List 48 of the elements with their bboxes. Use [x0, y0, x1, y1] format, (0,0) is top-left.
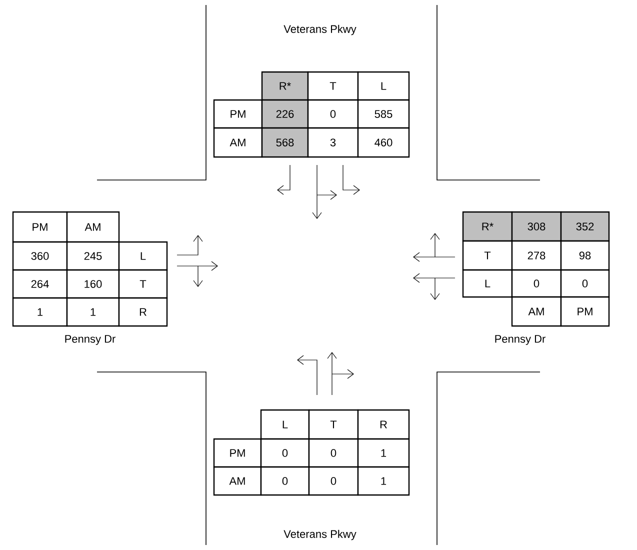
table-cell: L [357, 71, 410, 101]
table-cell: PM [12, 211, 68, 243]
table-cell: 585 [357, 99, 410, 129]
table-cell: 3 [307, 127, 359, 158]
table-cell: L [118, 241, 168, 271]
table-cell: 160 [66, 269, 120, 299]
table-cell: 98 [560, 240, 610, 271]
table-cell: 0 [260, 438, 310, 468]
table-cell: R [357, 409, 410, 440]
table-cell: T [462, 240, 513, 271]
table-cell: AM [66, 211, 120, 243]
table-cell: 0 [308, 466, 359, 496]
table-cell: 278 [511, 240, 562, 271]
table-cell: R* [261, 71, 309, 101]
table-cell: T [307, 71, 359, 101]
table-cell: 1 [12, 297, 68, 327]
table-cell: 0 [307, 99, 359, 129]
table-cell: AM [511, 296, 562, 327]
table-cell: 0 [260, 466, 310, 496]
table-cell: PM [213, 99, 263, 129]
table-cell: PM [560, 296, 610, 327]
table-cell: L [462, 269, 513, 298]
table-cell: 226 [261, 99, 309, 129]
table-cell: 264 [12, 269, 68, 299]
table-cell: 0 [511, 269, 562, 298]
table-cell: 308 [511, 211, 562, 242]
street-name: Pennsy Dr [65, 335, 116, 345]
table-cell: 1 [357, 466, 410, 496]
table-cell: AM [213, 466, 262, 496]
street-name: Veterans Pkwy [284, 24, 356, 36]
table-cell: 1 [357, 438, 410, 468]
table-cell: R* [462, 211, 513, 242]
street-name: Veterans Pkwy [284, 530, 356, 540]
table-cell: 568 [261, 127, 309, 158]
table-cell: 1 [66, 297, 120, 327]
table-cell: 352 [560, 211, 610, 242]
table-cell: 0 [560, 269, 610, 298]
table-cell: AM [213, 127, 263, 158]
table-cell: 0 [308, 438, 359, 468]
street-name: Pennsy Dr [495, 335, 546, 345]
table-cell: 360 [12, 241, 68, 271]
table-cell: L [260, 409, 310, 440]
table-cell: 245 [66, 241, 120, 271]
table-cell: T [118, 269, 168, 299]
table-cell: PM [213, 438, 262, 468]
table-cell: T [308, 409, 359, 440]
table-cell: 460 [357, 127, 410, 158]
table-cell: R [118, 297, 168, 327]
